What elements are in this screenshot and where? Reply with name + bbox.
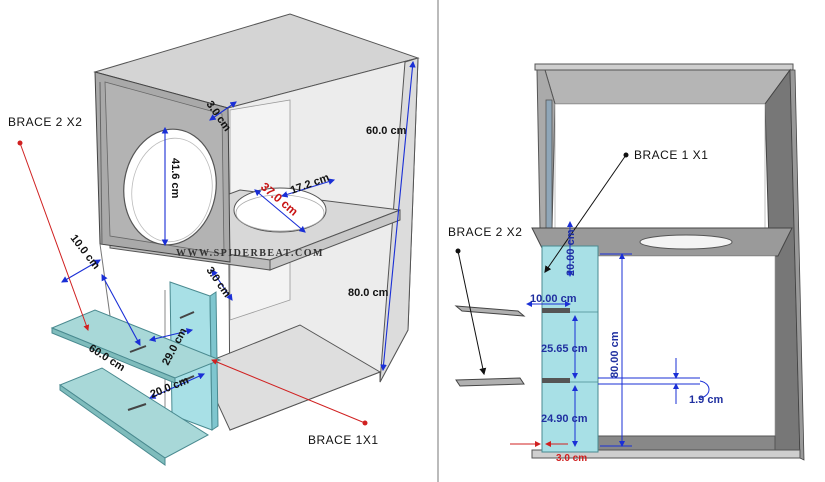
callout-brace-2-left: BRACE 2 X2 bbox=[8, 115, 82, 129]
dim-segment-1: 25.65 cm bbox=[541, 343, 588, 355]
side-port-hole bbox=[639, 234, 733, 250]
dim-total-height: 80.00 cm bbox=[609, 331, 621, 378]
dim-slot-width: 10.00 cm bbox=[530, 293, 577, 305]
dim-height-60: 60.0 cm bbox=[366, 125, 407, 137]
dim-height-80: 80.0 cm bbox=[348, 287, 389, 299]
right-side-view: 20.00 cm 10.00 cm 80.00 cm 25.65 cm 24.9… bbox=[448, 63, 805, 464]
box-bottom-floor bbox=[199, 324, 382, 431]
dim-gap: 1.9 cm bbox=[689, 394, 723, 406]
dim-bottom-thickness: 3.0 cm bbox=[556, 453, 587, 464]
side-brace-2-upper bbox=[454, 305, 526, 317]
dim-segment-2: 24.90 cm bbox=[541, 413, 588, 425]
dim-port-height: 41.6 cm bbox=[169, 158, 181, 199]
dim-brace1-top-width: 20.00 cm bbox=[565, 229, 577, 276]
side-brace-1 bbox=[541, 245, 599, 453]
dim-brace-width: 10.0 cm bbox=[68, 232, 102, 271]
side-brace-2-lower bbox=[455, 377, 525, 387]
left-3d-view: 3.0 cm 41.6 cm 60.0 cm 17.2 cm 37.0 cm 3… bbox=[8, 13, 420, 466]
callout-brace-2-right: BRACE 2 X2 bbox=[448, 225, 522, 239]
callout-brace-1-right: BRACE 1 X1 bbox=[634, 148, 708, 162]
watermark: WWW.SPIDERBEAT.COM bbox=[176, 248, 324, 259]
side-top bbox=[534, 63, 794, 71]
callout-brace-1-left: BRACE 1X1 bbox=[308, 433, 379, 447]
